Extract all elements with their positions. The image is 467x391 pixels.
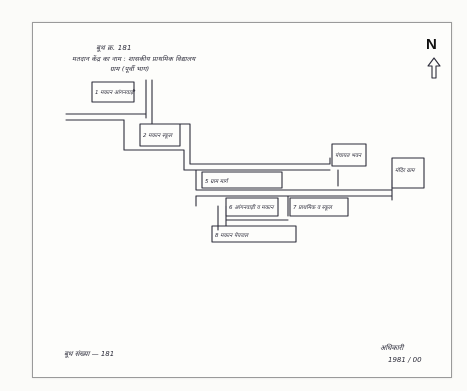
place-marker-7: [289, 197, 349, 217]
place-marker-6: [225, 197, 279, 217]
header-line-3: ग्राम (पूर्वी भाग): [110, 65, 150, 73]
place-marker-4: [391, 157, 425, 189]
place-label-2: 2 मकान स्कूल: [143, 133, 173, 139]
north-label: N: [426, 36, 437, 53]
footer-left-text: बूथ संख्या — 181: [64, 350, 114, 358]
header-line-1: बूथ क्र. 181: [96, 44, 132, 52]
map-sheet: [32, 22, 452, 378]
place-label-1: 1 मकान आंगनवाड़ी: [95, 89, 136, 96]
place-marker-1: [91, 81, 135, 103]
north-arrow-icon: [427, 57, 441, 79]
road-segment: [123, 149, 185, 171]
place-label-4: मंदिर ग्राम: [395, 167, 416, 174]
place-label-6: 6 आंगनवाड़ी व मकान: [229, 204, 274, 211]
place-label-7: 7 प्राथमिक व स्कूल: [293, 204, 333, 211]
place-marker-8: [211, 225, 297, 243]
footer-signature: अधिकारी: [380, 343, 405, 352]
place-label-8: 8 मकान पेयजल: [215, 232, 249, 239]
place-marker-2: [139, 123, 181, 147]
place-marker-5: [201, 171, 283, 189]
place-label-3: पंचायत भवन: [335, 152, 362, 159]
header-line-2: मतदान केंद्र का नाम : शासकीय प्राथमिक वि…: [72, 55, 196, 63]
road-segment: [195, 169, 393, 191]
footer-sign-date: 1981 / 00: [388, 356, 422, 364]
place-marker-3: [331, 143, 367, 167]
place-label-5: 5 ग्राम मार्ग: [205, 178, 230, 185]
